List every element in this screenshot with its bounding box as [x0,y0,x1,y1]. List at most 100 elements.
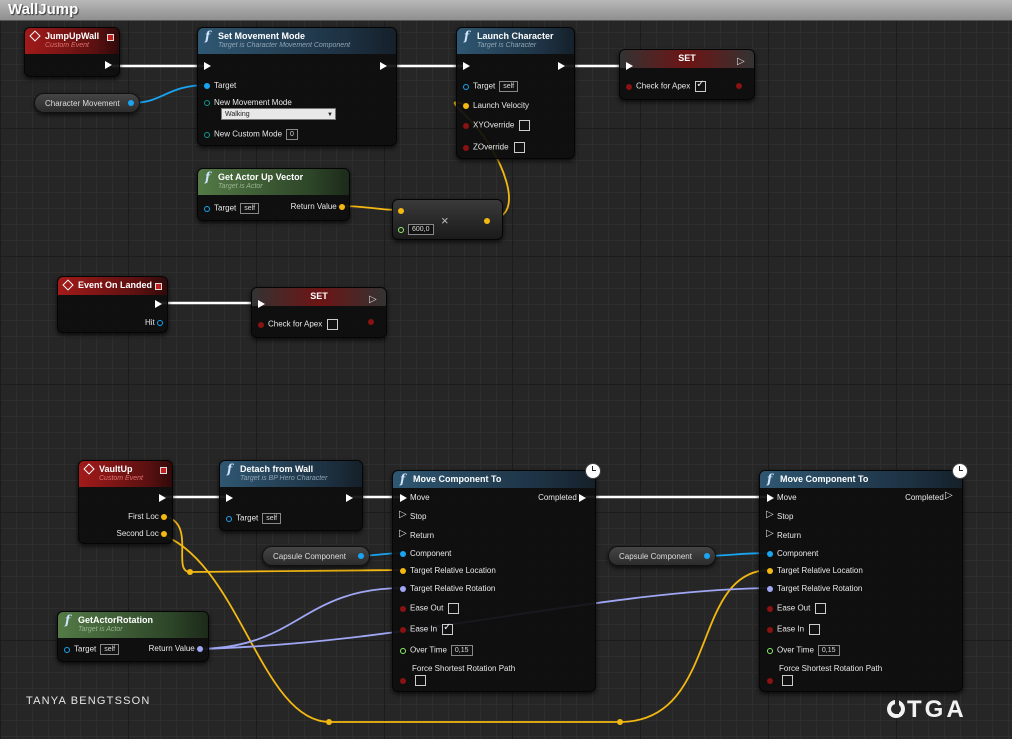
object-pin-icon[interactable] [358,553,364,559]
over-time-input[interactable]: 0,15 [450,645,473,656]
float-in-pin[interactable]: 600,0 [398,224,434,235]
exec-out-pin[interactable] [346,493,356,502]
exec-out-pin[interactable] [155,299,165,308]
check-for-apex-pin[interactable]: Check for Apex [626,79,707,92]
delegate-pin-icon[interactable] [160,467,167,474]
target-relative-location-pin[interactable]: Target Relative Location [767,566,863,575]
ease-out-checkbox[interactable] [815,603,827,614]
ease-out-checkbox[interactable] [448,603,460,614]
exec-in-pin[interactable] [258,299,268,308]
vector-in-pin[interactable] [398,206,408,215]
force-shortest-checkbox[interactable] [782,675,793,686]
zoverride-checkbox[interactable] [513,142,525,153]
second-loc-pin[interactable]: Second Loc [117,529,167,538]
force-shortest-value[interactable] [400,675,426,686]
force-shortest-value[interactable] [767,675,793,686]
force-shortest-pin[interactable]: Force Shortest Rotation Path [400,664,515,673]
move-exec-pin[interactable]: Move [400,493,430,502]
ease-in-checkbox[interactable] [442,622,454,635]
move-exec-pin[interactable]: Move [767,493,797,502]
set-check-for-apex-node-2[interactable]: SET Check for Apex [251,287,387,338]
xyoverride-pin[interactable]: XYOverride [463,120,531,131]
object-pin-icon[interactable] [704,553,710,559]
return-value-pin[interactable]: Return Value [149,644,203,653]
character-movement-getter[interactable]: Character Movement [34,93,140,113]
event-on-landed-node[interactable]: Event On Landed Hit [57,276,168,333]
completed-exec-pin[interactable]: Completed [538,493,589,502]
new-movement-mode-pin[interactable]: New Movement Mode [204,98,292,107]
ease-out-pin[interactable]: Ease Out [400,603,460,614]
function-icon: f [400,472,406,486]
vector-out-pin[interactable] [484,216,494,225]
return-exec-pin[interactable]: Return [766,528,801,540]
bool-out-pin[interactable] [736,81,746,90]
stop-exec-pin[interactable]: Stop [399,509,426,521]
custom-mode-input[interactable]: 0 [286,129,298,140]
exec-out-pin[interactable] [380,61,390,70]
force-shortest-checkbox[interactable] [415,675,426,686]
node-subtitle: Target is Actor [78,626,123,633]
logo-ring-icon [887,700,905,718]
over-time-input[interactable]: 0,15 [817,645,840,656]
return-value-pin[interactable]: Return Value [291,202,345,211]
bool-out-pin[interactable] [368,317,378,326]
xyoverride-checkbox[interactable] [519,120,531,131]
force-shortest-pin[interactable]: Force Shortest Rotation Path [767,664,882,673]
stop-exec-pin[interactable]: Stop [766,509,793,521]
exec-in-pin[interactable] [204,61,214,70]
exec-out-pin[interactable] [558,61,568,70]
target-relative-rotation-pin[interactable]: Target Relative Rotation [767,584,862,593]
target-relative-location-pin[interactable]: Target Relative Location [400,566,496,575]
target-relative-rotation-pin[interactable]: Target Relative Rotation [400,584,495,593]
exec-in-pin[interactable] [226,493,236,502]
component-pin[interactable]: Component [767,549,818,558]
capsule-component-getter-2[interactable]: Capsule Component [608,546,716,566]
exec-in-pin[interactable] [463,61,473,70]
return-exec-pin[interactable]: Return [399,528,434,540]
hit-pin[interactable]: Hit [145,318,163,327]
completed-exec-pin[interactable]: Completed [905,490,956,502]
delegate-pin-icon[interactable] [155,283,162,290]
check-for-apex-checkbox[interactable] [695,79,707,92]
exec-in-pin[interactable] [626,61,636,70]
ease-in-pin[interactable]: Ease In [767,624,821,635]
set-check-for-apex-node[interactable]: SET Check for Apex [619,49,755,100]
movement-mode-dropdown[interactable]: Walking [221,108,336,121]
exec-out-pin[interactable] [105,60,115,69]
multiply-node[interactable]: × 600,0 [392,199,503,240]
first-loc-pin[interactable]: First Loc [128,512,167,521]
multiplier-input[interactable]: 600,0 [408,224,434,235]
exec-out-pin[interactable] [369,294,380,306]
launch-velocity-pin[interactable]: Launch Velocity [463,101,529,110]
ease-out-pin[interactable]: Ease Out [767,603,827,614]
exec-out-pin[interactable] [737,56,748,68]
object-pin-icon[interactable] [128,100,134,106]
component-pin[interactable]: Component [400,549,451,558]
zoverride-pin[interactable]: ZOverride [463,142,525,153]
target-pin[interactable]: Target [204,81,236,90]
check-for-apex-checkbox[interactable] [327,319,339,330]
pin-label: Launch Velocity [473,101,530,110]
ease-in-checkbox[interactable] [809,624,821,635]
capsule-component-getter-1[interactable]: Capsule Component [262,546,370,566]
delegate-pin-icon[interactable] [107,34,114,41]
exec-out-pin[interactable] [159,493,169,502]
ease-in-pin[interactable]: Ease In [400,622,454,635]
check-for-apex-pin[interactable]: Check for Apex [258,319,339,330]
